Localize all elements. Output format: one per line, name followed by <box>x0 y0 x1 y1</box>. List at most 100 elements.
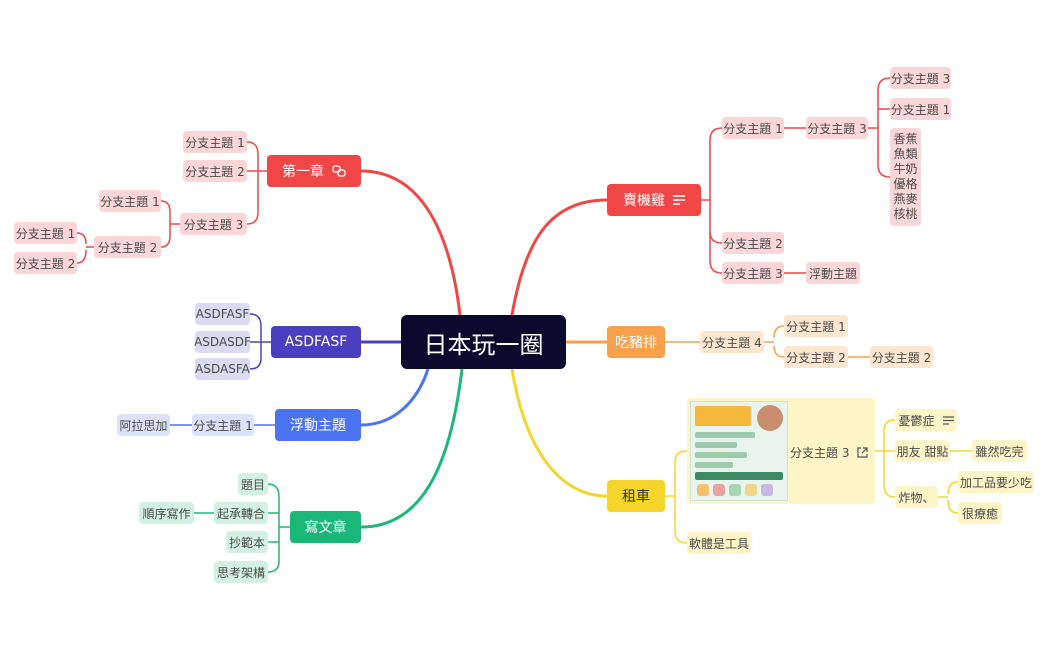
notes-icon[interactable] <box>673 195 685 205</box>
car-finished-eating-label: 雖然吃完 <box>975 444 1024 459</box>
root-topic[interactable]: 日本玩一圈 <box>401 315 566 369</box>
food-list-item: 魚類 <box>893 147 918 161</box>
vending-subtopic-3[interactable]: 分支主題 3 <box>722 262 784 284</box>
pork-subtopic-4[interactable]: 分支主題 4 <box>700 331 764 353</box>
edge-root-floating <box>360 368 430 427</box>
pork-subtopic-4-1-label: 分支主題 1 <box>786 319 846 334</box>
pork-subtopic-4-1[interactable]: 分支主題 1 <box>784 315 848 337</box>
car-depression[interactable]: 憂鬱症 <box>895 409 957 431</box>
topic-asdfasf-label: ASDFASF <box>284 334 348 350</box>
writing-copy-template-label: 抄範本 <box>228 535 265 550</box>
topic-chapter-one-label: 第一章 <box>282 164 324 180</box>
topic-car-label: 租車 <box>622 489 650 505</box>
image-topic-label-group: 分支主題 3 <box>790 440 869 464</box>
asdf-item-1[interactable]: ASDFASF <box>195 303 250 325</box>
food-list-item: 核桃 <box>893 207 918 221</box>
chapter-subtopic-3-2-2-label: 分支主題 2 <box>15 256 76 271</box>
writing-order-label: 順序寫作 <box>142 506 191 521</box>
chapter-subtopic-3-label: 分支主題 3 <box>183 217 244 232</box>
writing-topic-label: 題目 <box>240 477 265 492</box>
writing-topic[interactable]: 題目 <box>238 473 268 495</box>
floating-subtopic-1[interactable]: 分支主題 1 <box>192 414 254 436</box>
image-topic-label: 分支主題 3 <box>790 445 850 460</box>
asdf-item-1-label: ASDFASF <box>195 307 250 321</box>
writing-framework[interactable]: 思考架構 <box>214 561 268 583</box>
asdf-item-2[interactable]: ASDASDF <box>194 331 251 353</box>
vending-subtopic-1[interactable]: 分支主題 1 <box>722 117 784 139</box>
topic-asdfasf[interactable]: ASDFASF <box>271 326 361 358</box>
floating-subtopic-1-label: 分支主題 1 <box>193 418 253 433</box>
external-link-icon[interactable] <box>857 446 869 458</box>
chapter-subtopic-3-2-label: 分支主題 2 <box>97 240 158 255</box>
notes-icon[interactable] <box>942 415 954 425</box>
food-list-item: 香蕉 <box>893 132 918 146</box>
vending-subtopic-1-3-3[interactable]: 分支主題 3 <box>890 67 951 89</box>
pork-subtopic-4-2[interactable]: 分支主題 2 <box>784 346 848 368</box>
car-friends-dessert[interactable]: 朋友 甜點 <box>895 440 950 462</box>
chapter-subtopic-3-1[interactable]: 分支主題 1 <box>99 190 161 212</box>
chapter-subtopic-2-label: 分支主題 2 <box>185 164 245 179</box>
vending-subtopic-1-3-3-label: 分支主題 3 <box>890 71 951 86</box>
chapter-subtopic-1-label: 分支主題 1 <box>185 135 245 150</box>
topic-vending[interactable]: 賣機雞 <box>607 184 701 216</box>
topic-floating-label: 浮動主題 <box>290 418 346 434</box>
topic-pork-label: 吃豬排 <box>615 335 657 351</box>
vending-subtopic-1-3[interactable]: 分支主題 3 <box>806 117 868 139</box>
car-processed-food[interactable]: 加工品要少吃 <box>958 471 1034 493</box>
car-software-tool-label: 軟體是工具 <box>688 536 749 551</box>
writing-structure-label: 起承轉合 <box>216 506 265 521</box>
vending-floating-topic-label: 浮動主題 <box>808 266 857 281</box>
car-fried-food[interactable]: 炸物、 <box>895 486 938 508</box>
car-software-tool[interactable]: 軟體是工具 <box>687 532 751 554</box>
root-topic-label: 日本玩一圈 <box>423 330 544 359</box>
topic-writing[interactable]: 寫文章 <box>290 511 361 543</box>
writing-copy-template[interactable]: 抄範本 <box>226 531 268 553</box>
topic-chapter-one[interactable]: 第一章 <box>267 155 361 187</box>
car-healing[interactable]: 很療癒 <box>958 502 1002 524</box>
chapter-subtopic-3[interactable]: 分支主題 3 <box>180 213 247 235</box>
vending-floating-topic[interactable]: 浮動主題 <box>806 262 860 284</box>
vending-subtopic-3-label: 分支主題 3 <box>723 266 783 281</box>
car-fried-food-label: 炸物、 <box>898 490 935 505</box>
pork-subtopic-4-2-2[interactable]: 分支主題 2 <box>870 346 933 368</box>
topic-vending-label: 賣機雞 <box>623 193 665 209</box>
pork-subtopic-4-2-label: 分支主題 2 <box>786 350 846 365</box>
writing-framework-label: 思考架構 <box>216 565 265 580</box>
vending-subtopic-1-3-1[interactable]: 分支主題 1 <box>890 98 951 120</box>
vending-subtopic-1-label: 分支主題 1 <box>723 121 783 136</box>
asdf-item-3-label: ASDASFA <box>195 362 250 376</box>
topic-writing-label: 寫文章 <box>304 520 347 536</box>
edge-root-writing <box>360 368 464 529</box>
food-list[interactable]: 香蕉 魚類 牛奶 優格 燕麥 核桃 <box>890 128 921 226</box>
topic-pork[interactable]: 吃豬排 <box>607 326 665 358</box>
floating-alaska-label: 阿拉思加 <box>119 418 168 433</box>
edge-root-vending <box>510 198 608 316</box>
food-list-item: 優格 <box>893 177 918 191</box>
chapter-subtopic-1[interactable]: 分支主題 1 <box>183 131 247 153</box>
car-finished-eating[interactable]: 雖然吃完 <box>972 440 1027 462</box>
vending-subtopic-2[interactable]: 分支主題 2 <box>722 232 784 254</box>
pork-subtopic-4-2-2-label: 分支主題 2 <box>871 350 932 365</box>
link-icon[interactable] <box>332 165 346 177</box>
car-friends-dessert-label: 朋友 甜點 <box>896 444 949 459</box>
topic-floating[interactable]: 浮動主題 <box>275 409 361 441</box>
vending-subtopic-1-3-1-label: 分支主題 1 <box>890 102 951 117</box>
chapter-subtopic-3-2-1-label: 分支主題 1 <box>15 226 76 241</box>
vending-subtopic-1-3-label: 分支主題 3 <box>807 121 867 136</box>
chapter-subtopic-3-2[interactable]: 分支主題 2 <box>94 236 161 258</box>
infographic-image[interactable] <box>690 401 788 501</box>
asdf-item-3[interactable]: ASDASFA <box>195 358 250 380</box>
chapter-subtopic-2[interactable]: 分支主題 2 <box>183 160 247 182</box>
asdf-item-2-label: ASDASDF <box>194 335 251 349</box>
chapter-subtopic-3-2-1[interactable]: 分支主題 1 <box>14 222 77 244</box>
writing-structure[interactable]: 起承轉合 <box>214 502 268 524</box>
floating-alaska[interactable]: 阿拉思加 <box>117 414 170 436</box>
car-processed-food-label: 加工品要少吃 <box>959 475 1032 490</box>
topic-car[interactable]: 租車 <box>607 480 665 512</box>
writing-order[interactable]: 順序寫作 <box>139 502 194 524</box>
car-healing-label: 很療癒 <box>961 506 998 521</box>
chapter-subtopic-3-2-2[interactable]: 分支主題 2 <box>14 252 77 274</box>
vending-subtopic-2-label: 分支主題 2 <box>723 236 783 251</box>
